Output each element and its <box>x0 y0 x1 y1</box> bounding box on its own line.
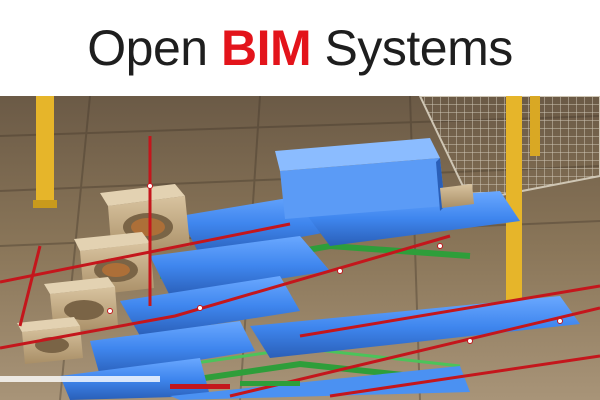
bim-model-illustration <box>0 96 600 400</box>
air-handling-unit <box>17 317 83 364</box>
yellow-column <box>36 96 54 206</box>
page-title: Open BIM Systems <box>87 23 513 73</box>
title-banner: Open BIM Systems <box>0 0 600 96</box>
title-bim: BIM <box>220 20 312 76</box>
sprinkler-heads <box>107 183 563 344</box>
yellow-column <box>506 96 522 311</box>
main-duct-box <box>275 138 445 219</box>
title-open: Open <box>87 20 208 76</box>
floor-pipes <box>0 376 300 389</box>
title-systems: Systems <box>324 20 514 76</box>
